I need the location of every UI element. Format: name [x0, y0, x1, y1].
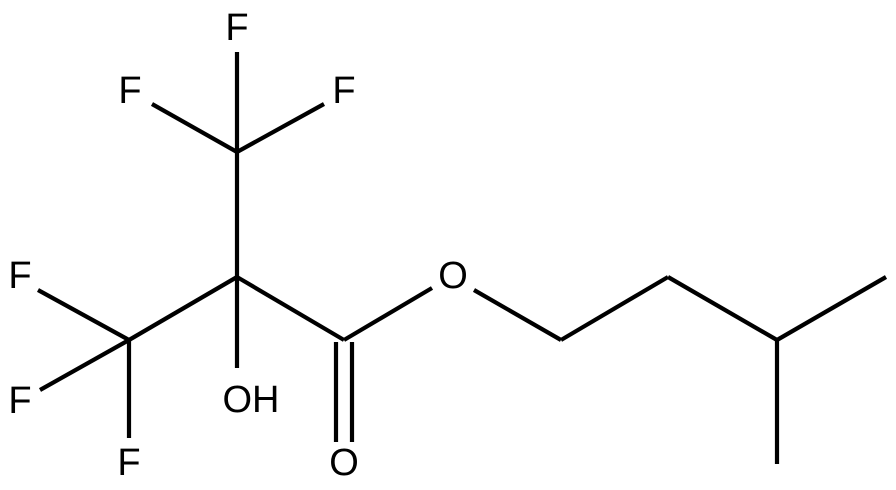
bond-quaternary-c-carbonyl-c	[235, 275, 346, 342]
fluorine-upper-right-label: F	[332, 70, 355, 112]
bond-ch-ch3-upper	[775, 275, 888, 342]
bond-ch2-ch	[666, 275, 779, 342]
hydroxyl-label: OH	[223, 379, 280, 421]
fluorine-top-label: F	[225, 7, 248, 49]
bond-c-f-upper-left	[150, 102, 239, 154]
bond-quaternary-c-lower-cf3	[127, 275, 239, 342]
bond-carbonyl-c-ester-o	[342, 286, 434, 342]
bond-c-f-mid-left	[36, 288, 131, 342]
bond-c-f-lower-left	[38, 338, 131, 392]
bond-ch2-ch2	[559, 275, 670, 342]
fluorine-lower-left-label: F	[8, 380, 31, 422]
ester-oxygen-label: O	[438, 255, 468, 297]
carbonyl-oxygen-label: O	[329, 442, 359, 484]
fluorine-mid-left-label: F	[8, 255, 31, 297]
fluorine-bottom-label: F	[117, 442, 140, 484]
bond-c-f-upper-right	[235, 102, 326, 154]
fluorine-upper-left-label: F	[118, 70, 141, 112]
bond-ester-o-ch2	[472, 288, 563, 342]
